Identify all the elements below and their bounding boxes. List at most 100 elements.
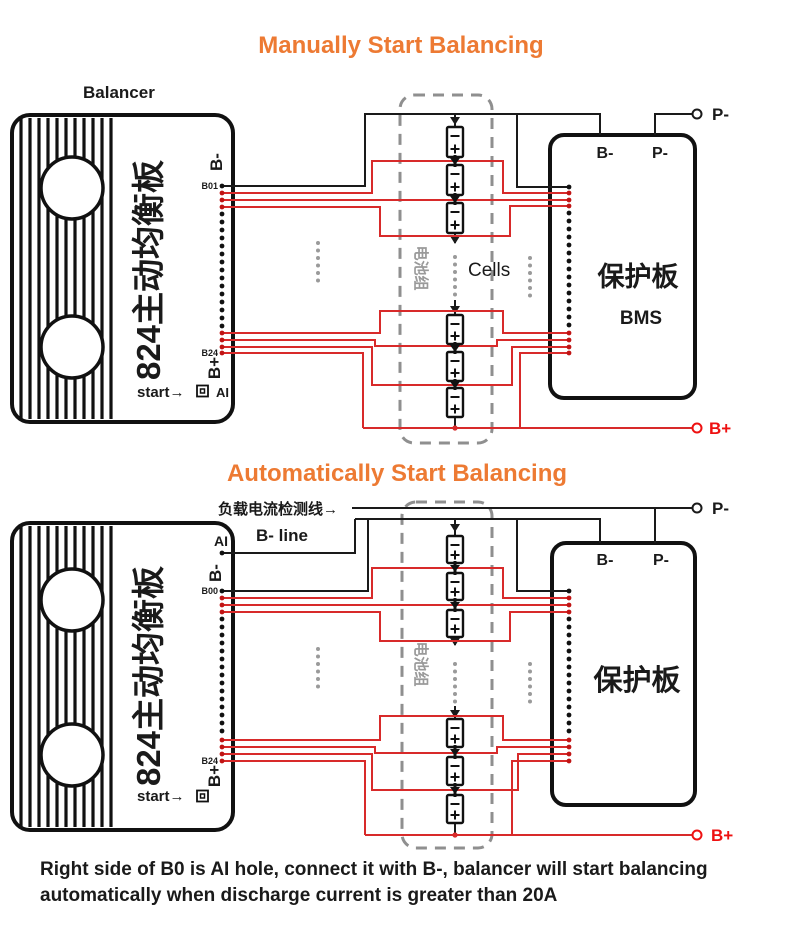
pin-dot	[219, 588, 225, 594]
ellipsis-dot	[453, 255, 457, 259]
pin-dot	[566, 656, 572, 662]
ellipsis-dot	[453, 662, 457, 666]
ellipsis-dot	[316, 669, 320, 674]
generated-decorations	[219, 125, 572, 825]
balance-wire-b24	[222, 352, 364, 428]
pin-dot	[219, 664, 225, 670]
pin-dot	[219, 211, 225, 217]
pin-label-b24: B24	[201, 756, 218, 766]
pin-dot	[219, 190, 225, 196]
junction-arrow	[450, 117, 460, 125]
board-hole-top	[39, 567, 105, 633]
ellipsis-dot	[453, 292, 457, 297]
ellipsis-dot	[528, 263, 532, 268]
pin-dot	[219, 315, 225, 321]
pin-label-b01: B01	[201, 181, 218, 191]
wire-bms-sense0	[516, 114, 567, 188]
pin-dot	[566, 250, 572, 256]
wire-p-minus	[654, 113, 692, 135]
pin-dot	[219, 744, 225, 750]
ellipsis-dot	[316, 662, 320, 666]
pin-dot	[566, 758, 572, 764]
pin-dot	[566, 226, 572, 232]
board-model-text: 824主动均衡板	[130, 160, 167, 380]
wire-b00	[222, 519, 369, 592]
cell-junction-arrow	[450, 345, 460, 352]
ellipsis-dot	[453, 270, 457, 274]
pin-dot	[566, 218, 572, 224]
pin-dot	[219, 704, 225, 710]
pin-dot	[219, 616, 225, 622]
cell-junction-arrow	[450, 602, 460, 609]
wire-junction-dot	[452, 832, 458, 838]
wire-bminus-line	[355, 518, 601, 543]
battery-pack-auto: 电池组	[400, 500, 494, 850]
pin-dot	[566, 595, 572, 601]
pin-dot	[219, 648, 225, 654]
ellipsis-dot	[453, 684, 457, 689]
pin-dot	[566, 337, 572, 343]
pin-dot	[219, 283, 225, 289]
title-auto: Automatically Start Balancing	[227, 460, 567, 487]
bms-name-en: BMS	[620, 308, 662, 329]
pin-dot	[219, 595, 225, 601]
balancer-label: Balancer	[83, 83, 155, 102]
ellipsis-dot	[528, 699, 532, 704]
pin-dot	[566, 314, 572, 320]
red-wires-manual	[222, 160, 692, 429]
bms-bplus-sense	[519, 352, 567, 428]
ellipsis-dot	[528, 684, 532, 689]
balance-wire	[222, 346, 567, 386]
wire-ai	[222, 519, 356, 554]
cells-label: Cells	[468, 260, 510, 281]
pin-dot	[566, 696, 572, 702]
pin-dot	[219, 688, 225, 694]
pin-dot	[219, 323, 225, 329]
terminal-p-minus-label: P-	[712, 499, 729, 518]
ellipsis-dot	[528, 692, 532, 696]
ellipsis-dot	[528, 662, 532, 666]
bms-name-cn: 保护板	[597, 262, 679, 292]
pin-label-b-plus: B+	[205, 765, 224, 787]
ellipsis-dot	[316, 278, 320, 283]
start-label: start→	[137, 788, 185, 805]
bms-board-auto: B- P- 保护板	[550, 541, 697, 807]
pin-label-b-minus: B-	[207, 153, 226, 171]
bms-pin-p-minus: P-	[652, 145, 668, 162]
junction-arrow	[450, 236, 460, 244]
pin-dot	[566, 344, 572, 350]
pin-dot	[219, 204, 225, 210]
balance-wire	[222, 567, 567, 599]
ellipsis-dot	[316, 263, 320, 268]
pin-dot	[219, 728, 225, 734]
pin-dot	[219, 758, 225, 764]
pin-dot	[566, 234, 572, 240]
bms-pin-p-minus: P-	[653, 552, 669, 569]
pin-dot	[566, 197, 572, 203]
board-hole-top	[39, 155, 105, 221]
balance-wire	[222, 746, 567, 754]
pin-dot	[219, 197, 225, 203]
pin-dot	[219, 267, 225, 273]
pin-dot	[566, 704, 572, 710]
pin-dot	[566, 616, 572, 622]
ellipsis-dot	[316, 248, 320, 253]
board-hole-bottom	[39, 314, 105, 380]
pin-dot	[566, 680, 572, 686]
pin-dot	[219, 330, 225, 336]
pin-dot	[219, 632, 225, 638]
diagram-auto: 负载电流检测线→ B- line 824主动均衡板 AI B- B00 B24 …	[10, 499, 733, 850]
pin-dot	[219, 344, 225, 350]
battery-pack-label: 电池组	[412, 245, 430, 290]
cell-junction-arrow	[450, 196, 460, 203]
pin-dot	[566, 664, 572, 670]
pin-dot	[566, 210, 572, 216]
pin-dot	[219, 235, 225, 241]
pin-dot	[566, 744, 572, 750]
ellipsis-dot	[453, 692, 457, 696]
pin-dot	[566, 751, 572, 757]
pin-dot	[566, 609, 572, 615]
pin-dot	[219, 227, 225, 233]
pin-dot	[566, 274, 572, 280]
